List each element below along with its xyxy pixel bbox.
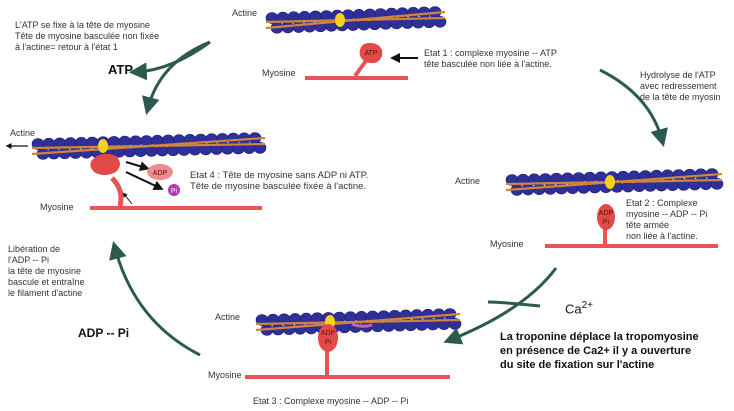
adp-head-label: ADP xyxy=(321,330,336,337)
myosin-head xyxy=(90,153,120,175)
myosin-head xyxy=(359,42,383,64)
actin-filament xyxy=(505,168,724,196)
pointer-arrow xyxy=(125,171,164,190)
cycle-arrow xyxy=(443,267,558,345)
actin-filament xyxy=(31,132,267,160)
myosin-filament xyxy=(90,206,262,210)
actin-bead xyxy=(282,323,296,335)
actine-label: Actine xyxy=(232,8,258,18)
caption-state3: Etat 3 : Complexe myosine -- ADP -- Pi xyxy=(253,396,409,406)
caption-state4: Etat 4 : Tête de myosine sans ADP ni ATP… xyxy=(190,170,369,192)
adp-badge-label: ADP xyxy=(153,170,168,177)
adp-head-label: ADP xyxy=(599,210,614,217)
tropomyosin-strand xyxy=(31,136,266,156)
actin-bead xyxy=(532,183,546,195)
cycle-arrow xyxy=(142,40,211,115)
pi-badge xyxy=(168,184,180,196)
caption-release: Libération de l'ADP -- Pi la tête de myo… xyxy=(8,244,85,298)
myosine-label: Myosine xyxy=(490,239,524,249)
pi-badge-label: Pi xyxy=(171,188,178,195)
myosine-label: Myosine xyxy=(40,202,74,212)
troponin-dot xyxy=(605,175,615,189)
actin-filament xyxy=(265,6,447,34)
pointer-arrow xyxy=(125,161,150,172)
actin-bead xyxy=(227,132,240,145)
atp-head-label: ATP xyxy=(364,50,377,57)
myosin-head xyxy=(318,324,338,352)
caption-hydrolysis: Hydrolyse de l'ATP avec redressement de … xyxy=(640,70,721,102)
troponin-dot xyxy=(98,139,108,153)
actin-bead xyxy=(410,309,424,321)
actin-bead xyxy=(406,7,420,19)
actine-label: Actine xyxy=(215,312,241,322)
actine-label: Actine xyxy=(10,128,36,138)
actin-bead xyxy=(421,308,435,321)
pi-head-label: Pi xyxy=(603,219,610,226)
actin-bead xyxy=(216,133,229,145)
myosine-label: Myosine xyxy=(208,370,242,380)
myosin-filament xyxy=(545,244,718,248)
actin-bead xyxy=(69,147,82,159)
actine-label: Actine xyxy=(455,176,481,186)
adp-badge xyxy=(147,164,173,180)
cycle-arrow xyxy=(599,68,668,147)
myosin-filament xyxy=(305,76,408,80)
actin-bead xyxy=(672,169,685,181)
calcium-label: Ca2+ xyxy=(565,300,594,317)
actin-bead xyxy=(683,168,697,181)
myosine-label: Myosine xyxy=(262,68,296,78)
caption-state2: Etat 2 : Complexe myosine -- ADP -- Pi t… xyxy=(626,198,708,241)
myosin-head xyxy=(597,204,615,230)
myosin-filament xyxy=(245,375,450,379)
cycle-arrow xyxy=(109,241,201,357)
cycle-arrow xyxy=(128,40,211,81)
pointer-arrow xyxy=(122,192,133,205)
actin-filament xyxy=(255,308,462,336)
atp-arrow-label: ATP xyxy=(108,62,134,77)
tropomyosin-strand xyxy=(255,312,461,332)
actin-bead xyxy=(292,21,306,33)
actin-bead xyxy=(293,322,307,335)
actin-bead xyxy=(544,183,557,195)
myosin-neck xyxy=(110,176,124,207)
tropomyosin-strand xyxy=(265,10,446,30)
caption-atp-binding: L'ATP se fixe à la tête de myosine Tête … xyxy=(15,20,160,52)
actin-bead xyxy=(80,146,93,159)
caption-troponin: La troponine déplace la tropomyosine en … xyxy=(500,331,699,371)
caption-state1: Etat 1 : complexe myosine -- ATP tête ba… xyxy=(424,48,557,69)
adp-pi-arrow-label: ADP -- Pi xyxy=(78,326,130,340)
pi-head-label: Pi xyxy=(325,339,332,346)
tropomyosin-shift xyxy=(351,322,373,328)
troponin-dot xyxy=(335,13,345,27)
actin-bead xyxy=(58,147,71,160)
cycle-arrow xyxy=(487,300,541,308)
